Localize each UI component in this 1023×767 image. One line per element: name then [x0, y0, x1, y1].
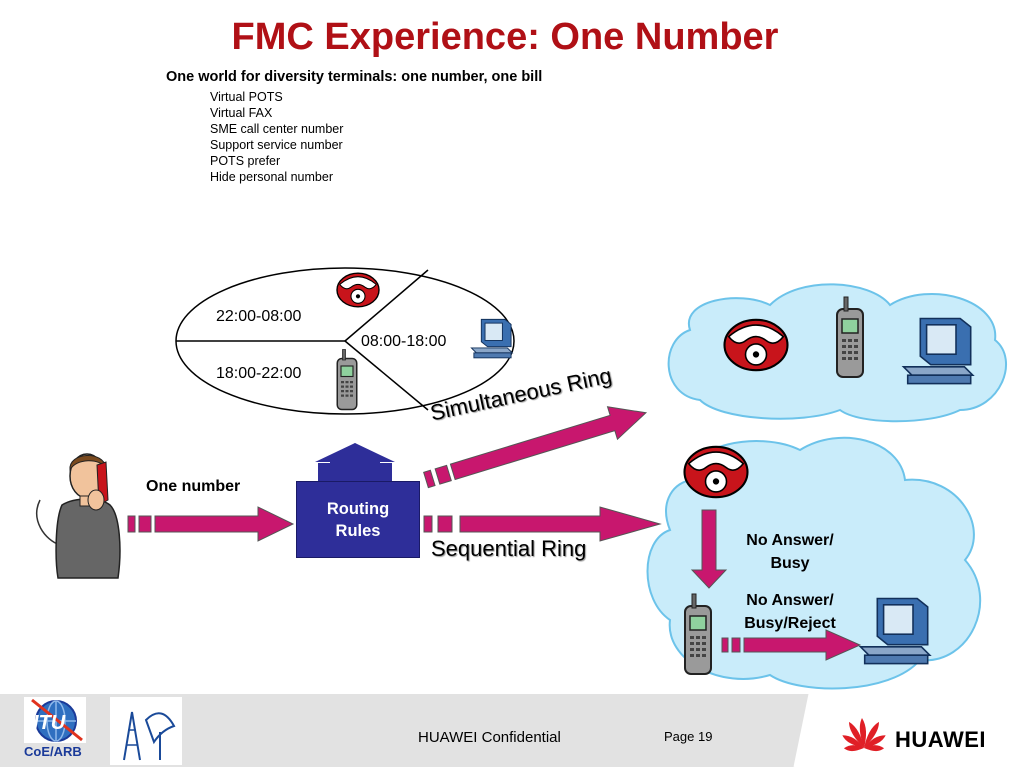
slide-subtitle: One world for diversity terminals: one n… — [166, 69, 543, 85]
antenna-icon — [110, 697, 182, 765]
mobile-phone-icon — [684, 593, 712, 675]
feature-list: Virtual POTS Virtual FAX SME call center… — [210, 89, 343, 185]
down-arrow — [690, 509, 728, 589]
time-slot-label: 08:00-18:00 — [361, 333, 447, 350]
routing-rules-box: Routing Rules — [296, 481, 420, 558]
no-answer-busy-reject-label: No Answer/ Busy/Reject — [730, 589, 850, 635]
busy-text: Busy — [770, 555, 810, 572]
itu-logo-text: ITU — [33, 712, 66, 734]
list-item: Virtual POTS — [210, 90, 283, 104]
mobile-phone-icon — [836, 296, 864, 378]
phone-icon — [723, 318, 789, 372]
time-slot-label: 22:00-08:00 — [216, 308, 302, 325]
sequential-ring-label: Sequential Ring — [431, 536, 587, 561]
routing-label: Routing — [326, 499, 390, 518]
no-answer-text: No Answer/ — [746, 592, 834, 609]
phone-icon — [336, 272, 380, 308]
one-number-arrow — [127, 506, 295, 542]
list-item: Virtual FAX — [210, 106, 273, 120]
simultaneous-ring-arrow — [423, 406, 648, 489]
list-item: Hide personal number — [210, 170, 333, 184]
list-item: POTS prefer — [210, 154, 281, 168]
confidential-label: HUAWEI Confidential — [418, 729, 561, 746]
mobile-phone-icon — [336, 348, 358, 411]
huawei-logo-icon — [842, 718, 886, 752]
slide-title: FMC Experience: One Number — [231, 16, 779, 58]
itu-logo-icon — [24, 697, 86, 743]
page-number: Page 19 — [664, 729, 713, 744]
list-item: SME call center number — [210, 122, 344, 136]
time-slot-label: 18:00-22:00 — [216, 365, 302, 382]
rules-label: Rules — [335, 521, 381, 540]
up-arrow-head — [315, 443, 395, 481]
list-item: Support service number — [210, 138, 343, 152]
itu-label: CoE/ARB — [24, 744, 82, 759]
busy-reject-text: Busy/Reject — [744, 615, 836, 632]
no-answer-text: No Answer/ — [746, 532, 834, 549]
phone-icon — [683, 445, 749, 499]
mobile-to-computer-arrow — [721, 629, 862, 661]
huawei-brand-text: HUAWEI — [895, 727, 986, 752]
one-number-label: One number — [146, 478, 241, 495]
no-answer-busy-label: No Answer/ Busy — [732, 529, 848, 575]
sequential-ring-arrow — [423, 506, 662, 542]
person-on-phone-icon — [36, 453, 121, 579]
time-routing-ellipse — [175, 267, 515, 415]
